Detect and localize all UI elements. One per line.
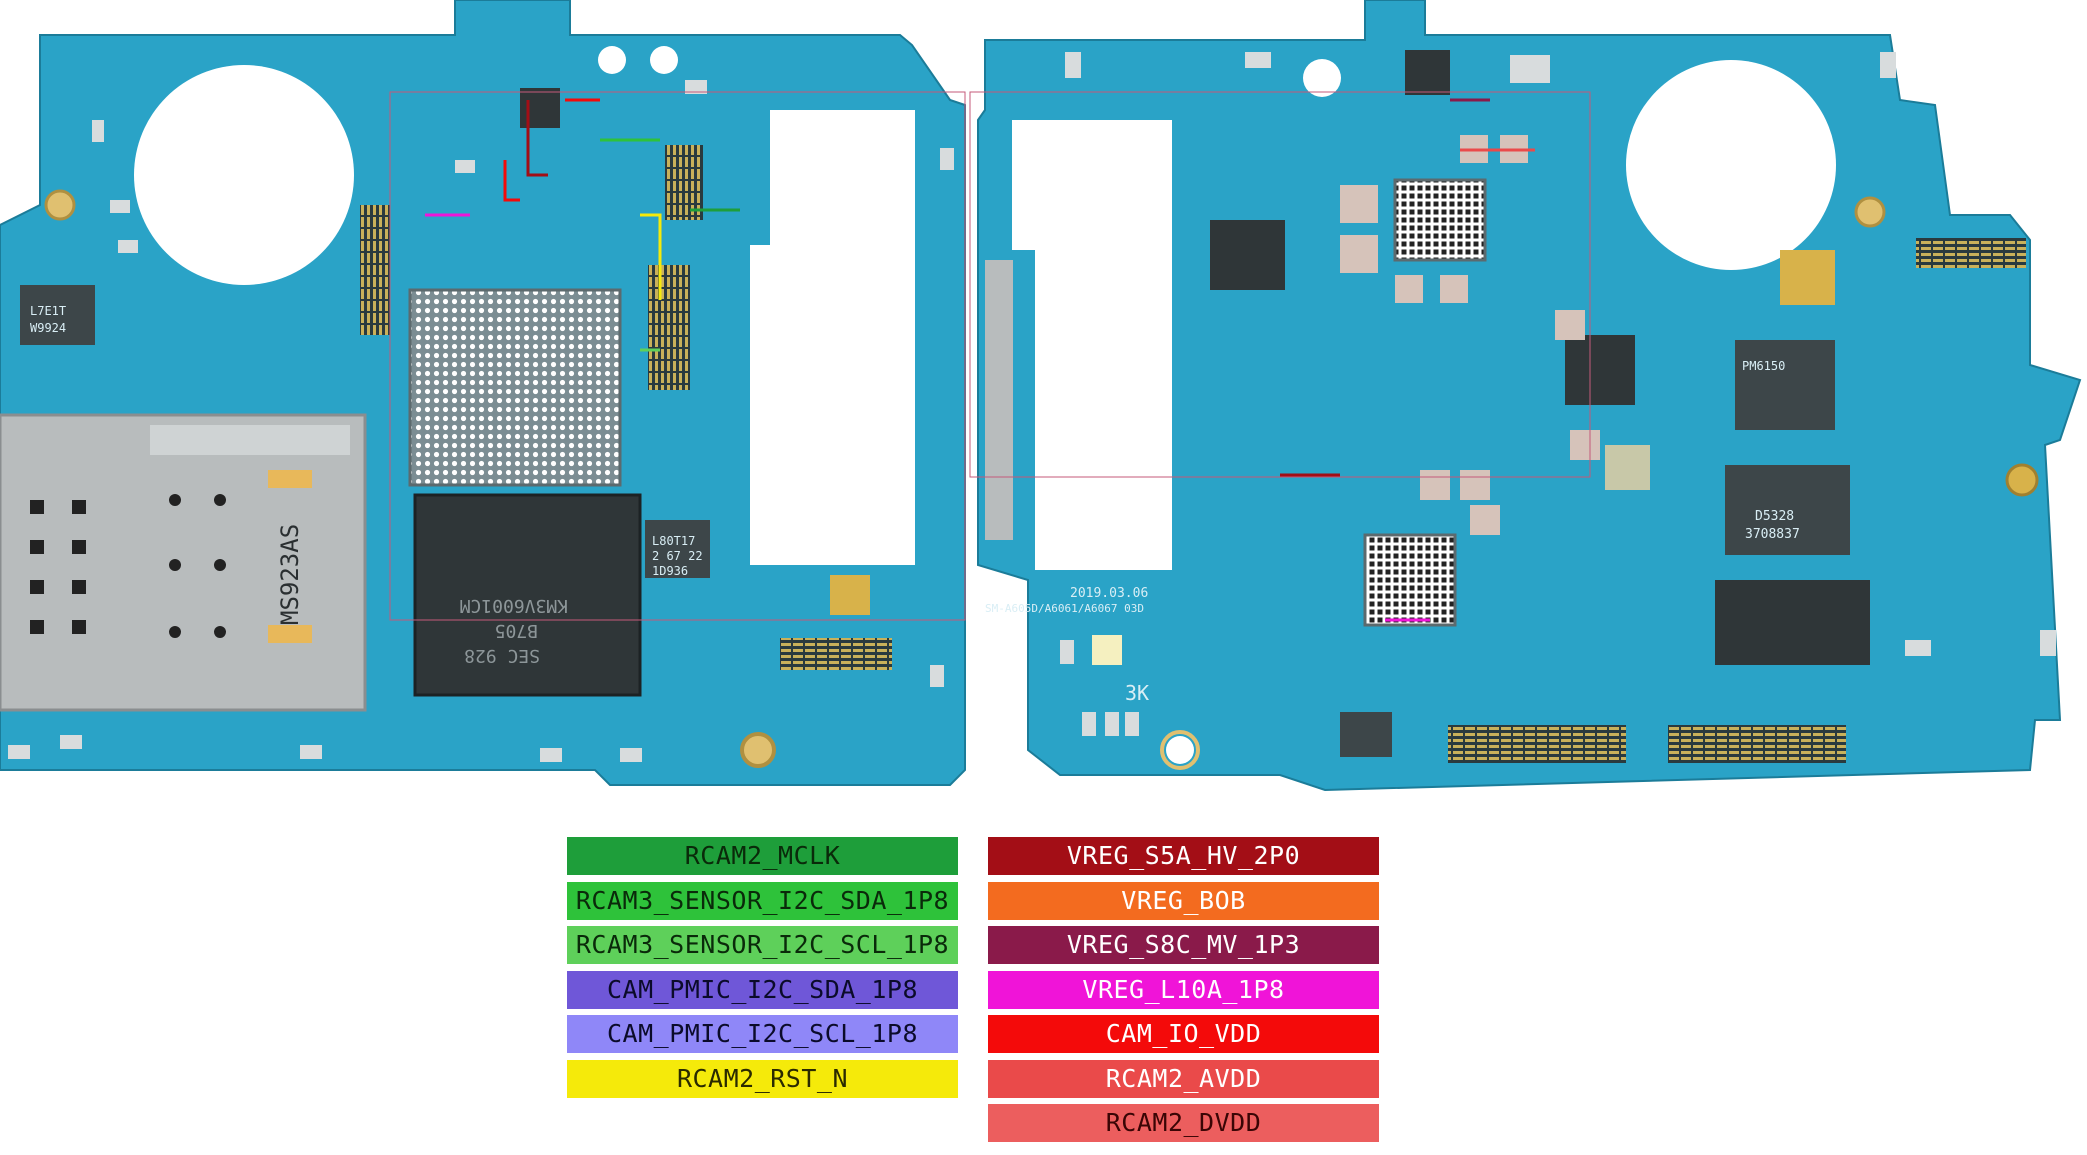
legend-item: RCAM3_SENSOR_I2C_SCL_1P8 bbox=[567, 926, 958, 964]
left-board bbox=[0, 0, 966, 786]
legend-item: RCAM2_AVDD bbox=[988, 1059, 1379, 1098]
legend-item: CAM_IO_VDD bbox=[988, 1015, 1379, 1053]
chip-marking: 1D936 bbox=[652, 564, 688, 578]
legend-item: RCAM2_MCLK bbox=[567, 837, 958, 875]
mounting-hole bbox=[134, 65, 354, 285]
legend-item: CAM_PMIC_I2C_SCL_1P8 bbox=[567, 1015, 958, 1053]
pmic-chip bbox=[1363, 533, 1457, 627]
memory-marking: B705 bbox=[495, 620, 538, 641]
legend-item: RCAM2_RST_N bbox=[567, 1059, 958, 1098]
date-stamp: 2019.03.06 bbox=[1070, 586, 1148, 601]
legend-item: RCAM2_DVDD bbox=[988, 1104, 1379, 1142]
right-board bbox=[969, 0, 2082, 792]
legend-item: VREG_S5A_HV_2P0 bbox=[988, 837, 1379, 875]
pcb-board-diagram: L7E1T W9924 MS923AS KM3V6001CM B705 SEC … bbox=[0, 0, 2082, 792]
legend-item: VREG_S8C_MV_1P3 bbox=[988, 926, 1379, 964]
chip-marking: L7E1T bbox=[30, 304, 66, 318]
chip-marking: D5328 bbox=[1755, 509, 1794, 524]
chip-marking: W9924 bbox=[30, 321, 66, 335]
board-mark: 3K bbox=[1125, 681, 1149, 705]
legend-item: RCAM3_SENSOR_I2C_SDA_1P8 bbox=[567, 881, 958, 920]
sim-label: MS923AS bbox=[276, 524, 304, 625]
chip-marking: 2 67 22 bbox=[652, 549, 703, 563]
memory-marking: SEC 928 bbox=[464, 645, 540, 666]
chip-marking: L80T17 bbox=[652, 534, 695, 548]
memory-chip bbox=[413, 493, 642, 697]
sim-tray bbox=[0, 413, 367, 712]
chip-marking: PM6150 bbox=[1742, 359, 1785, 373]
legend-item: VREG_L10A_1P8 bbox=[988, 970, 1379, 1009]
legend-item: VREG_BOB bbox=[988, 881, 1379, 920]
chip-marking: 3708837 bbox=[1745, 527, 1800, 542]
memory-marking: KM3V6001CM bbox=[459, 595, 568, 616]
soc-chip bbox=[408, 288, 622, 487]
model-stamp: SM-A605D/A6061/A6067 03D bbox=[985, 602, 1144, 615]
legend-item: CAM_PMIC_I2C_SDA_1P8 bbox=[567, 970, 958, 1009]
